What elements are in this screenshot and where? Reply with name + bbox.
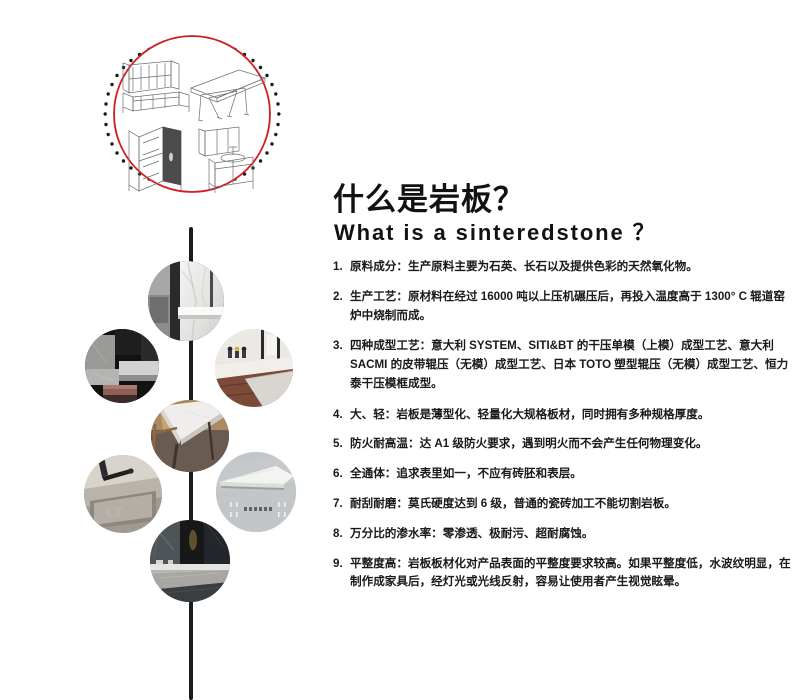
list-item-text: 防火耐高温：达 A1 级防火要求，遇到明火而不会产生任何物理变化。 bbox=[350, 437, 708, 451]
list-item: 8. 万分比的渗水率：零渗透、极耐污、超耐腐蚀。 bbox=[333, 525, 793, 544]
list-item-text: 耐刮耐磨：莫氏硬度达到 6 级，普通的瓷砖加工不能切割岩板。 bbox=[350, 497, 676, 511]
list-item-text: 四种成型工艺：意大利 SYSTEM、SITI&BT 的干压单模（上模）成型工艺、… bbox=[350, 339, 789, 390]
dining-table-stone-top-photo bbox=[151, 400, 229, 472]
list-item-text: 万分比的渗水率：零渗透、极耐污、超耐腐蚀。 bbox=[350, 526, 594, 540]
list-item-text: 原料成分：生产原料主要为石英、长石以及提供色彩的天然氧化物。 bbox=[350, 260, 698, 273]
photo-bubble-dark-marble-interior bbox=[150, 520, 230, 602]
list-item-text: 生产工艺：原材料在经过 16000 吨以上压机碾压后，再投入温度高于 1300°… bbox=[350, 289, 785, 322]
list-item: 9. 平整度高：岩板板材化对产品表面的平整度要求较高。如果平整度低，水波纹明显，… bbox=[333, 555, 793, 593]
svg-text:cr: cr bbox=[106, 497, 124, 522]
black-marble-slab-stack-photo bbox=[85, 329, 159, 403]
concrete-basin-photo: cr bbox=[84, 455, 162, 533]
dark-marble-interior-photo bbox=[150, 520, 230, 602]
bathroom-marble-wall-photo bbox=[148, 261, 224, 341]
list-item: 3. 四种成型工艺：意大利 SYSTEM、SITI&BT 的干压单模（上模）成型… bbox=[333, 337, 793, 393]
list-item: 7. 耐刮耐磨：莫氏硬度达到 6 级，普通的瓷砖加工不能切割岩板。 bbox=[333, 495, 793, 514]
list-item-number: 9. bbox=[333, 556, 343, 570]
photo-bubble-bathroom-marble bbox=[148, 261, 224, 341]
red-circle-outline bbox=[113, 35, 271, 193]
dining-table-illustration bbox=[190, 69, 267, 122]
feature-list: 1. 原料成分：生产原料主要为石英、长石以及提供色彩的天然氧化物。 2. 生产工… bbox=[333, 258, 793, 603]
list-item: 1. 原料成分：生产原料主要为石英、长石以及提供色彩的天然氧化物。 bbox=[333, 258, 793, 277]
furniture-ring bbox=[103, 33, 281, 231]
thin-slab-edge-photo bbox=[216, 452, 296, 532]
list-item-text: 大、轻：岩板是薄型化、轻量化大规格板材，同时拥有多种规格厚度。 bbox=[350, 407, 710, 421]
content-column: 什么是岩板？ What is a sinteredstone ？ 1. 原料成分… bbox=[333, 0, 800, 700]
list-item-text: 平整度高：岩板板材化对产品表面的平整度要求较高。如果平整度低，水波纹明显，在制作… bbox=[350, 556, 791, 589]
page-title-cn: 什么是岩板？ bbox=[333, 182, 525, 217]
photo-bubble-dining-table bbox=[151, 400, 229, 472]
photo-bubble-thin-slab-edge bbox=[216, 452, 296, 532]
list-item-number: 8. bbox=[333, 526, 343, 540]
list-item: 4. 大、轻：岩板是薄型化、轻量化大规格板材，同时拥有多种规格厚度。 bbox=[333, 406, 793, 425]
list-item-text: 全通体：追求表里如一，不应有砖胚和表层。 bbox=[350, 467, 582, 481]
page-subtitle-en: What is a sinteredstone ？ bbox=[334, 220, 657, 245]
photo-bubble-concrete-basin: cr bbox=[84, 455, 162, 533]
list-item: 5. 防火耐高温：达 A1 级防火要求，遇到明火而不会产生任何物理变化。 bbox=[333, 435, 793, 454]
wood-sink-counter-photo bbox=[215, 329, 293, 407]
photo-bubble-wood-counter bbox=[215, 329, 293, 407]
list-item-number: 3. bbox=[333, 339, 343, 353]
list-item: 2. 生产工艺：原材料在经过 16000 吨以上压机碾压后，再投入温度高于 13… bbox=[333, 288, 793, 326]
list-item-number: 2. bbox=[333, 289, 343, 303]
wall-cabinet-illustration bbox=[122, 60, 190, 113]
list-item-number: 5. bbox=[333, 437, 343, 451]
vanity-illustration bbox=[198, 126, 254, 193]
graphic-column: cr bbox=[0, 0, 320, 700]
list-item: 6. 全通体：追求表里如一，不应有砖胚和表层。 bbox=[333, 465, 793, 484]
photo-bubble-black-slab bbox=[85, 329, 159, 403]
list-item-number: 1. bbox=[333, 260, 343, 273]
list-item-number: 6. bbox=[333, 467, 343, 481]
list-item-number: 7. bbox=[333, 497, 343, 511]
list-item-number: 4. bbox=[333, 407, 343, 421]
wardrobe-illustration bbox=[128, 126, 182, 192]
